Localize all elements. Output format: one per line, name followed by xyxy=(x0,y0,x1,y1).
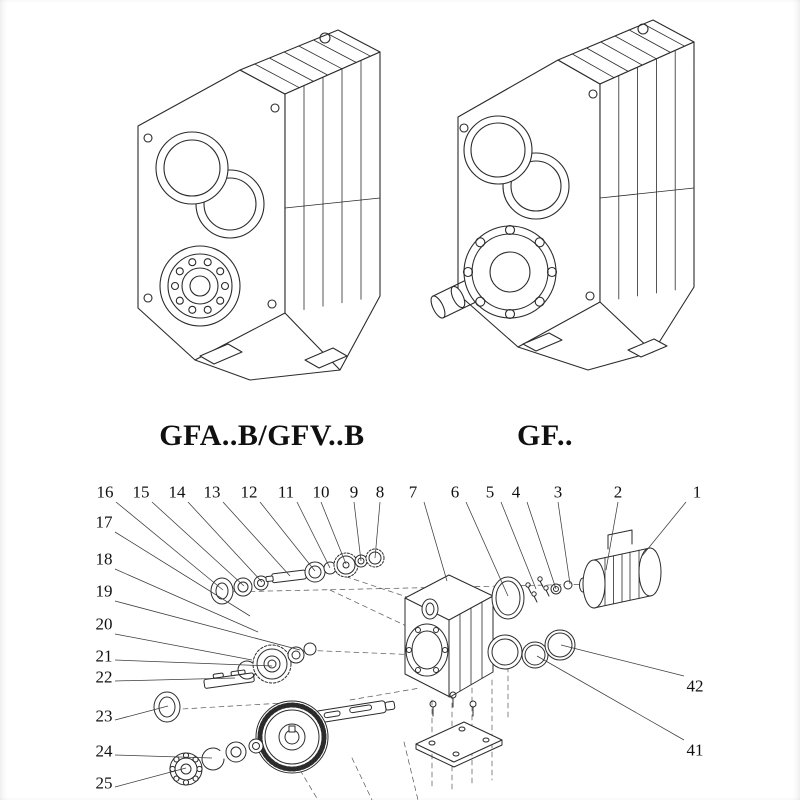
leader-line-21 xyxy=(114,659,273,667)
leader-line-10 xyxy=(320,501,347,565)
mounting-plate xyxy=(415,691,503,768)
leader-line-1 xyxy=(641,501,687,557)
leader-line-25 xyxy=(114,767,187,788)
gearbox-drawing-right xyxy=(430,19,695,371)
leader-line-4 xyxy=(526,501,557,590)
gear-housing xyxy=(404,574,494,698)
leader-line-22 xyxy=(114,677,236,682)
leader-line-42 xyxy=(560,644,685,677)
leader-line-20 xyxy=(114,633,253,661)
roller-bearing xyxy=(169,752,203,786)
motor xyxy=(579,529,662,609)
exploded-view-diagram xyxy=(153,529,662,800)
circlip xyxy=(201,747,225,771)
leader-line-17 xyxy=(114,531,251,617)
leader-line-24 xyxy=(114,754,213,759)
output-bearing-face xyxy=(159,245,241,327)
leader-line-18 xyxy=(114,568,259,633)
output-gear-assembly xyxy=(169,700,396,786)
output-shaft xyxy=(430,276,484,319)
input-shaft-assembly xyxy=(210,548,385,605)
leader-line-2 xyxy=(605,501,619,571)
model-caption-right: GF.. xyxy=(517,419,573,452)
leader-line-6 xyxy=(465,501,509,597)
leader-line-5 xyxy=(500,501,537,590)
flange-gasket-and-fasteners xyxy=(491,576,573,620)
leader-line-14 xyxy=(187,501,263,583)
leader-line-3 xyxy=(557,501,571,585)
leader-line-7 xyxy=(423,501,448,582)
leader-line-8 xyxy=(374,501,381,559)
leader-line-11 xyxy=(296,501,331,569)
leader-line-13 xyxy=(222,501,291,577)
model-caption-left: GFA..B/GFV..B xyxy=(159,419,365,452)
output-flange-face xyxy=(462,224,558,320)
input-bore-circles xyxy=(155,131,265,239)
seal-rings xyxy=(487,629,576,670)
intermediate-gear-assembly xyxy=(153,642,317,723)
leader-line-9 xyxy=(353,501,362,562)
callout-leader-lines xyxy=(114,501,687,788)
leader-line-41 xyxy=(536,655,685,741)
leader-line-16 xyxy=(115,501,224,591)
output-shaft-exploded xyxy=(315,700,396,724)
leader-line-15 xyxy=(151,501,245,587)
leader-line-12 xyxy=(259,501,316,572)
leader-line-19 xyxy=(114,600,301,651)
gearbox-drawing-left xyxy=(137,29,381,381)
leader-line-23 xyxy=(114,705,169,721)
